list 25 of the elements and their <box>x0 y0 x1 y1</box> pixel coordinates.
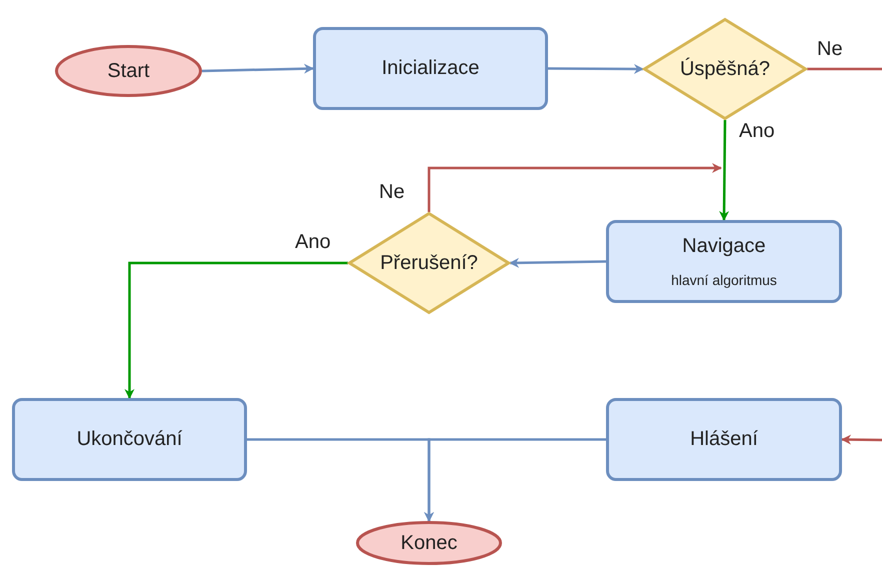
arrow <box>124 262 348 399</box>
node-label: Hlášení <box>690 428 758 451</box>
terminator-ellipse <box>356 521 502 565</box>
arrow <box>424 438 606 522</box>
node-label: Konec <box>400 532 458 554</box>
node-label: Navigace <box>682 235 766 258</box>
node-label: Přerušení? <box>380 252 478 274</box>
node-label: Ukončování <box>76 428 182 451</box>
arrow <box>841 434 882 445</box>
terminator-ellipse <box>55 45 202 97</box>
decision-diamond <box>348 212 510 314</box>
node-label: Start <box>107 60 150 82</box>
node-label: Inicializace <box>382 57 480 80</box>
arrow <box>202 64 314 74</box>
process-box <box>606 398 842 481</box>
process-box <box>606 220 842 303</box>
node-subtitle: hlavní algoritmus <box>671 272 777 288</box>
process-box <box>12 398 247 481</box>
arrow <box>509 258 606 268</box>
decision-diamond <box>643 18 807 120</box>
arrow <box>428 163 722 212</box>
arrow <box>719 120 730 221</box>
node-label: Úspěšná? <box>680 58 770 80</box>
arrow <box>548 64 644 74</box>
process-box <box>313 27 548 110</box>
